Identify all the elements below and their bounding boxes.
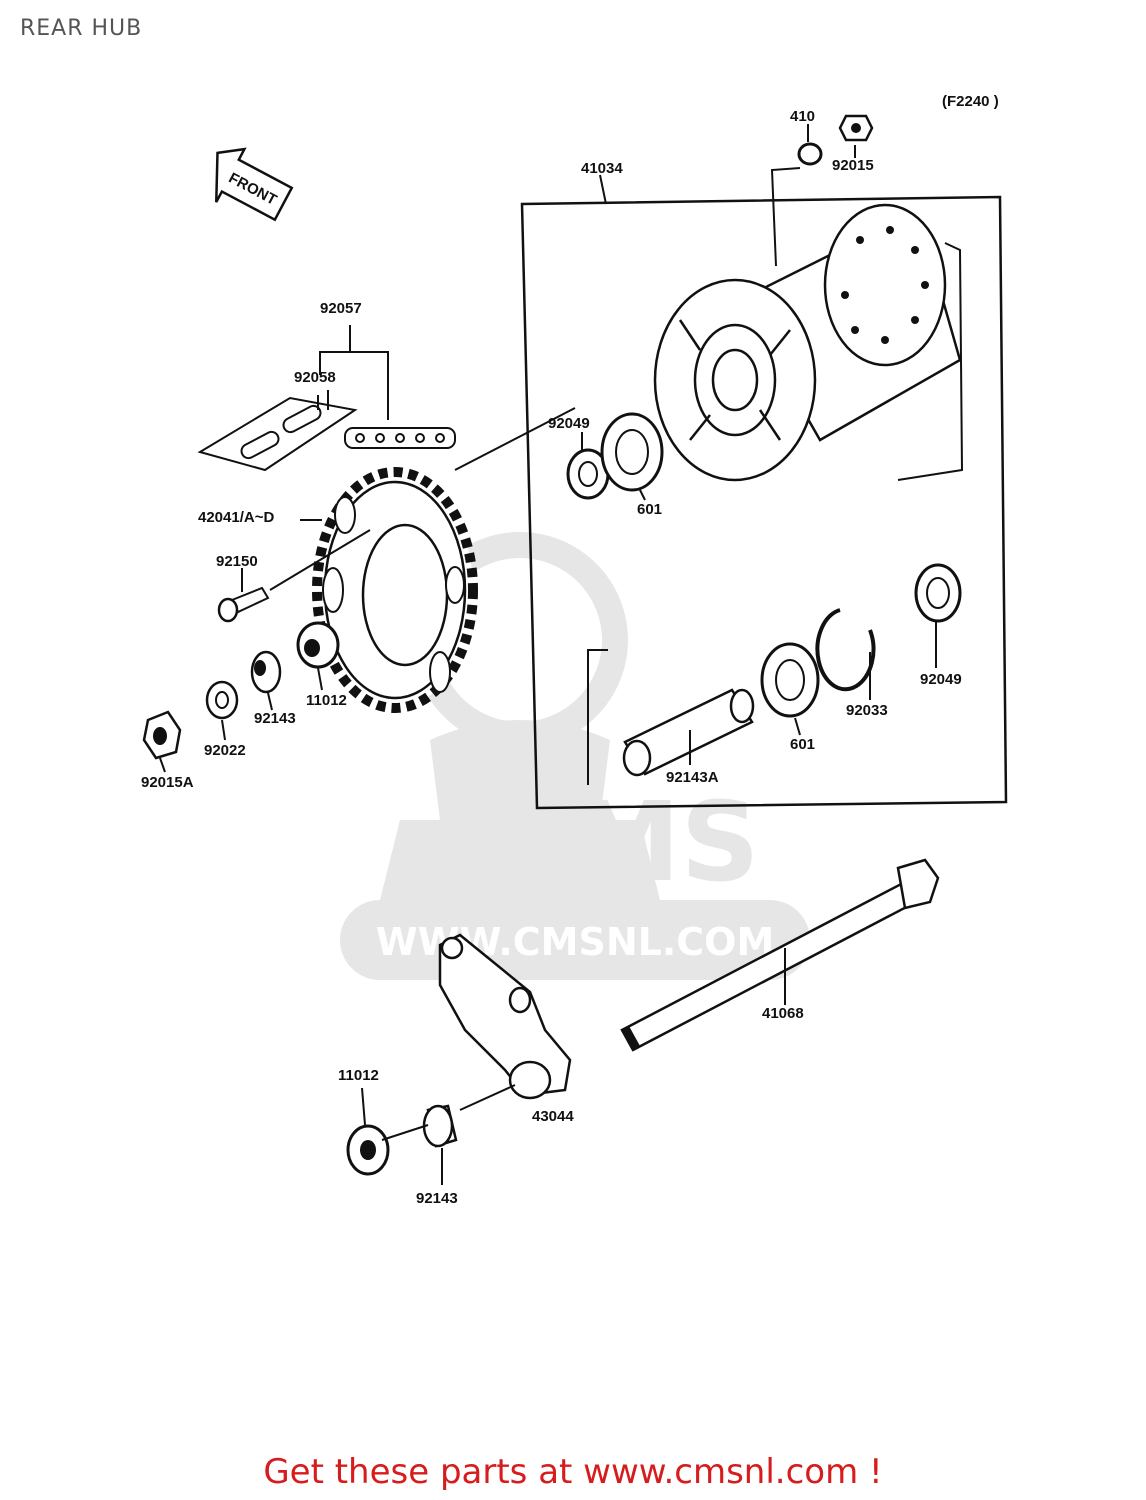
circlip-92033: [815, 608, 876, 692]
drive-chain: [344, 427, 456, 449]
rear-axle: [620, 858, 940, 1052]
part-label-410[interactable]: 410: [790, 108, 815, 125]
part-label-92033[interactable]: 92033: [846, 702, 888, 719]
part-label-11012-b[interactable]: 11012: [338, 1067, 379, 1084]
part-label-92015[interactable]: 92015: [832, 157, 874, 174]
part-label-92049-a[interactable]: 92049: [548, 415, 590, 432]
rear-sprocket: [312, 467, 478, 713]
part-label-42041[interactable]: 42041/A~D: [198, 509, 274, 526]
rear-hub-body: [653, 203, 962, 482]
part-label-41034[interactable]: 41034: [581, 160, 623, 177]
part-label-41068[interactable]: 41068: [762, 1005, 804, 1022]
part-label-601-b[interactable]: 601: [790, 736, 815, 753]
caliper-bracket: [438, 933, 572, 1100]
part-label-43044[interactable]: 43044: [532, 1108, 574, 1125]
footer-link[interactable]: Get these parts at www.cmsnl.com !: [263, 1452, 883, 1492]
sprocket-bolt: [217, 529, 371, 623]
watermark: CMS WWW.CMSNL.COM: [340, 532, 810, 980]
part-label-601-a[interactable]: 601: [637, 501, 662, 518]
part-label-92015A[interactable]: 92015A: [141, 774, 194, 791]
part-label-92143-b[interactable]: 92143: [416, 1190, 458, 1207]
spacer-92143A: [622, 688, 755, 777]
chain-joint-plate: [197, 395, 358, 472]
watermark-brand: CMS: [490, 778, 759, 906]
hub-assembly-frame: [520, 195, 1008, 810]
part-label-92058[interactable]: 92058: [294, 369, 336, 386]
part-label-92057[interactable]: 92057: [320, 300, 362, 317]
part-label-92150[interactable]: 92150: [216, 553, 258, 570]
hub-flange-holes: [841, 226, 929, 344]
diagram-code: (F2240 ): [942, 93, 999, 110]
part-label-92049-b[interactable]: 92049: [920, 671, 962, 688]
front-arrow: FRONT: [215, 147, 294, 222]
part-label-92143-a[interactable]: 92143: [254, 710, 296, 727]
washer-410: [797, 142, 823, 166]
watermark-url: WWW.CMSNL.COM: [376, 920, 775, 964]
part-label-11012-a[interactable]: 11012: [306, 692, 347, 709]
page-title: REAR HUB: [20, 16, 143, 41]
rear-hub-diagram: CMS WWW.CMSNL.COM FRONT: [141, 93, 1008, 1207]
part-label-92022[interactable]: 92022: [204, 742, 246, 759]
leader-lines: [159, 124, 937, 1185]
part-label-92143A[interactable]: 92143A: [666, 769, 719, 786]
